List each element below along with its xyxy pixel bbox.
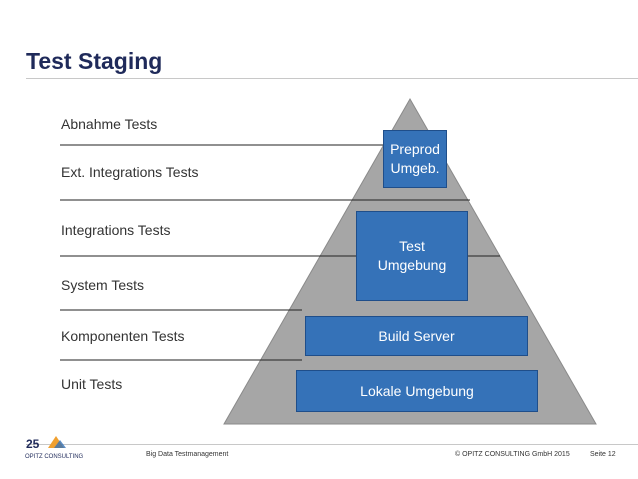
level-label-komponenten-tests: Komponenten Tests bbox=[61, 328, 185, 344]
test-environment-box: Test Umgebung bbox=[356, 211, 468, 301]
footer-copyright: © OPITZ CONSULTING GmbH 2015 bbox=[455, 451, 570, 458]
logo-number: 25 bbox=[26, 437, 40, 451]
slide-title: Test Staging bbox=[26, 48, 163, 74]
box-label: Test bbox=[399, 238, 425, 254]
build-server-box: Build Server bbox=[305, 316, 528, 356]
footer-divider bbox=[26, 444, 638, 445]
title-divider bbox=[26, 78, 638, 79]
opitz-consulting-logo: 25 OPITZ CONSULTING bbox=[24, 434, 94, 464]
logo-triangle-accent bbox=[54, 440, 66, 448]
logo-text: OPITZ CONSULTING bbox=[25, 454, 84, 460]
box-label: Preprod bbox=[390, 141, 440, 157]
logo-graphic: 25 OPITZ CONSULTING bbox=[25, 436, 84, 460]
footer-presentation-title: Big Data Testmanagement bbox=[146, 451, 229, 458]
level-label-abnahme-tests: Abnahme Tests bbox=[61, 116, 158, 132]
box-label: Build Server bbox=[378, 327, 455, 344]
level-label-ext-integrations-tests: Ext. Integrations Tests bbox=[61, 164, 199, 180]
level-label-system-tests: System Tests bbox=[61, 277, 144, 293]
preprod-environment-box: Preprod Umgeb. bbox=[383, 130, 447, 188]
box-label: Umgebung bbox=[377, 257, 447, 273]
level-label-integrations-tests: Integrations Tests bbox=[61, 222, 171, 238]
box-label: Lokale Umgebung bbox=[360, 382, 474, 399]
footer-page-number: Seite 12 bbox=[590, 451, 616, 458]
box-label: Umgeb. bbox=[390, 160, 440, 176]
level-label-unit-tests: Unit Tests bbox=[61, 376, 123, 392]
local-environment-box: Lokale Umgebung bbox=[296, 370, 538, 412]
